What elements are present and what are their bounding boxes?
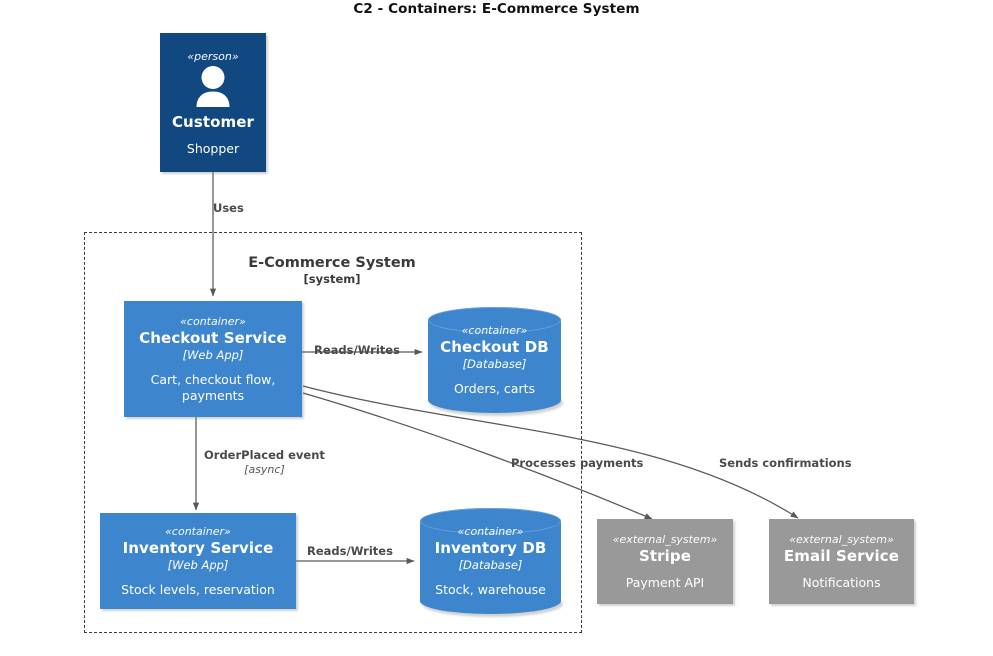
edge-label-order-placed: OrderPlaced event [async]	[204, 448, 325, 477]
email-service-description: Notifications	[802, 575, 881, 590]
email-service-stereotype: «external_system»	[789, 533, 894, 546]
edge-label-inventory-reads-writes: Reads/Writes	[307, 544, 393, 559]
checkout-db-tech: [Database]	[462, 357, 527, 371]
checkout-db-stereotype: «container»	[461, 324, 528, 337]
checkout-service-stereotype: «container»	[180, 315, 246, 328]
inventory-service-tech: [Web App]	[167, 558, 229, 572]
person-icon	[191, 65, 235, 111]
node-stripe[interactable]: «external_system» Stripe Payment API	[597, 519, 733, 604]
stripe-name: Stripe	[638, 547, 692, 565]
edge-label-uses-text: Uses	[213, 201, 244, 215]
stripe-description: Payment API	[625, 575, 705, 590]
checkout-service-tech: [Web App]	[182, 348, 244, 362]
inventory-service-stereotype: «container»	[165, 525, 231, 538]
edge-label-sends-confirmations: Sends confirmations	[719, 456, 852, 471]
edge-label-processes-payments-text: Processes payments	[511, 456, 644, 470]
customer-stereotype: «person»	[187, 49, 239, 63]
node-inventory-db[interactable]: «container» Inventory DB [Database] Stoc…	[420, 508, 561, 614]
inventory-service-description: Stock levels, reservation	[121, 582, 275, 597]
checkout-db-description: Orders, carts	[453, 381, 536, 396]
customer-description: Shopper	[186, 140, 240, 156]
edge-label-uses: Uses	[213, 201, 244, 216]
node-inventory-service[interactable]: «container» Inventory Service [Web App] …	[100, 513, 296, 609]
boundary-type: [system]	[303, 272, 361, 286]
boundary-label: E-Commerce System [system]	[184, 254, 480, 286]
checkout-service-name: Checkout Service	[139, 329, 287, 347]
checkout-service-description: Cart, checkout flow, payments	[150, 372, 276, 403]
inventory-service-name: Inventory Service	[122, 539, 274, 557]
edge-label-sends-confirmations-text: Sends confirmations	[719, 456, 852, 470]
edge-label-order-placed-sub: [async]	[244, 463, 285, 476]
cylinder-shape	[428, 307, 561, 413]
page-title: C2 - Containers: E-Commerce System	[353, 1, 640, 17]
edge-label-checkout-reads-writes-text: Reads/Writes	[314, 343, 400, 357]
email-service-name: Email Service	[783, 547, 900, 565]
checkout-db-name: Checkout DB	[440, 338, 549, 356]
edge-label-inventory-reads-writes-text: Reads/Writes	[307, 544, 393, 558]
node-checkout-db[interactable]: «container» Checkout DB [Database] Order…	[428, 307, 561, 413]
edge-label-checkout-reads-writes: Reads/Writes	[314, 343, 400, 358]
inventory-db-stereotype: «container»	[457, 525, 524, 538]
node-customer[interactable]: «person» Customer Shopper	[160, 33, 266, 172]
edge-label-order-placed-text: OrderPlaced event	[204, 448, 325, 462]
edge-label-processes-payments: Processes payments	[511, 456, 643, 471]
cylinder-shape	[420, 508, 561, 614]
inventory-db-tech: [Database]	[458, 558, 523, 572]
stripe-stereotype: «external_system»	[612, 533, 718, 546]
node-email-service[interactable]: «external_system» Email Service Notifica…	[769, 519, 914, 604]
node-checkout-service[interactable]: «container» Checkout Service [Web App] C…	[124, 301, 302, 417]
inventory-db-name: Inventory DB	[434, 539, 547, 557]
boundary-name: E-Commerce System	[248, 255, 416, 271]
inventory-db-description: Stock, warehouse	[435, 582, 546, 597]
customer-name: Customer	[171, 112, 255, 131]
